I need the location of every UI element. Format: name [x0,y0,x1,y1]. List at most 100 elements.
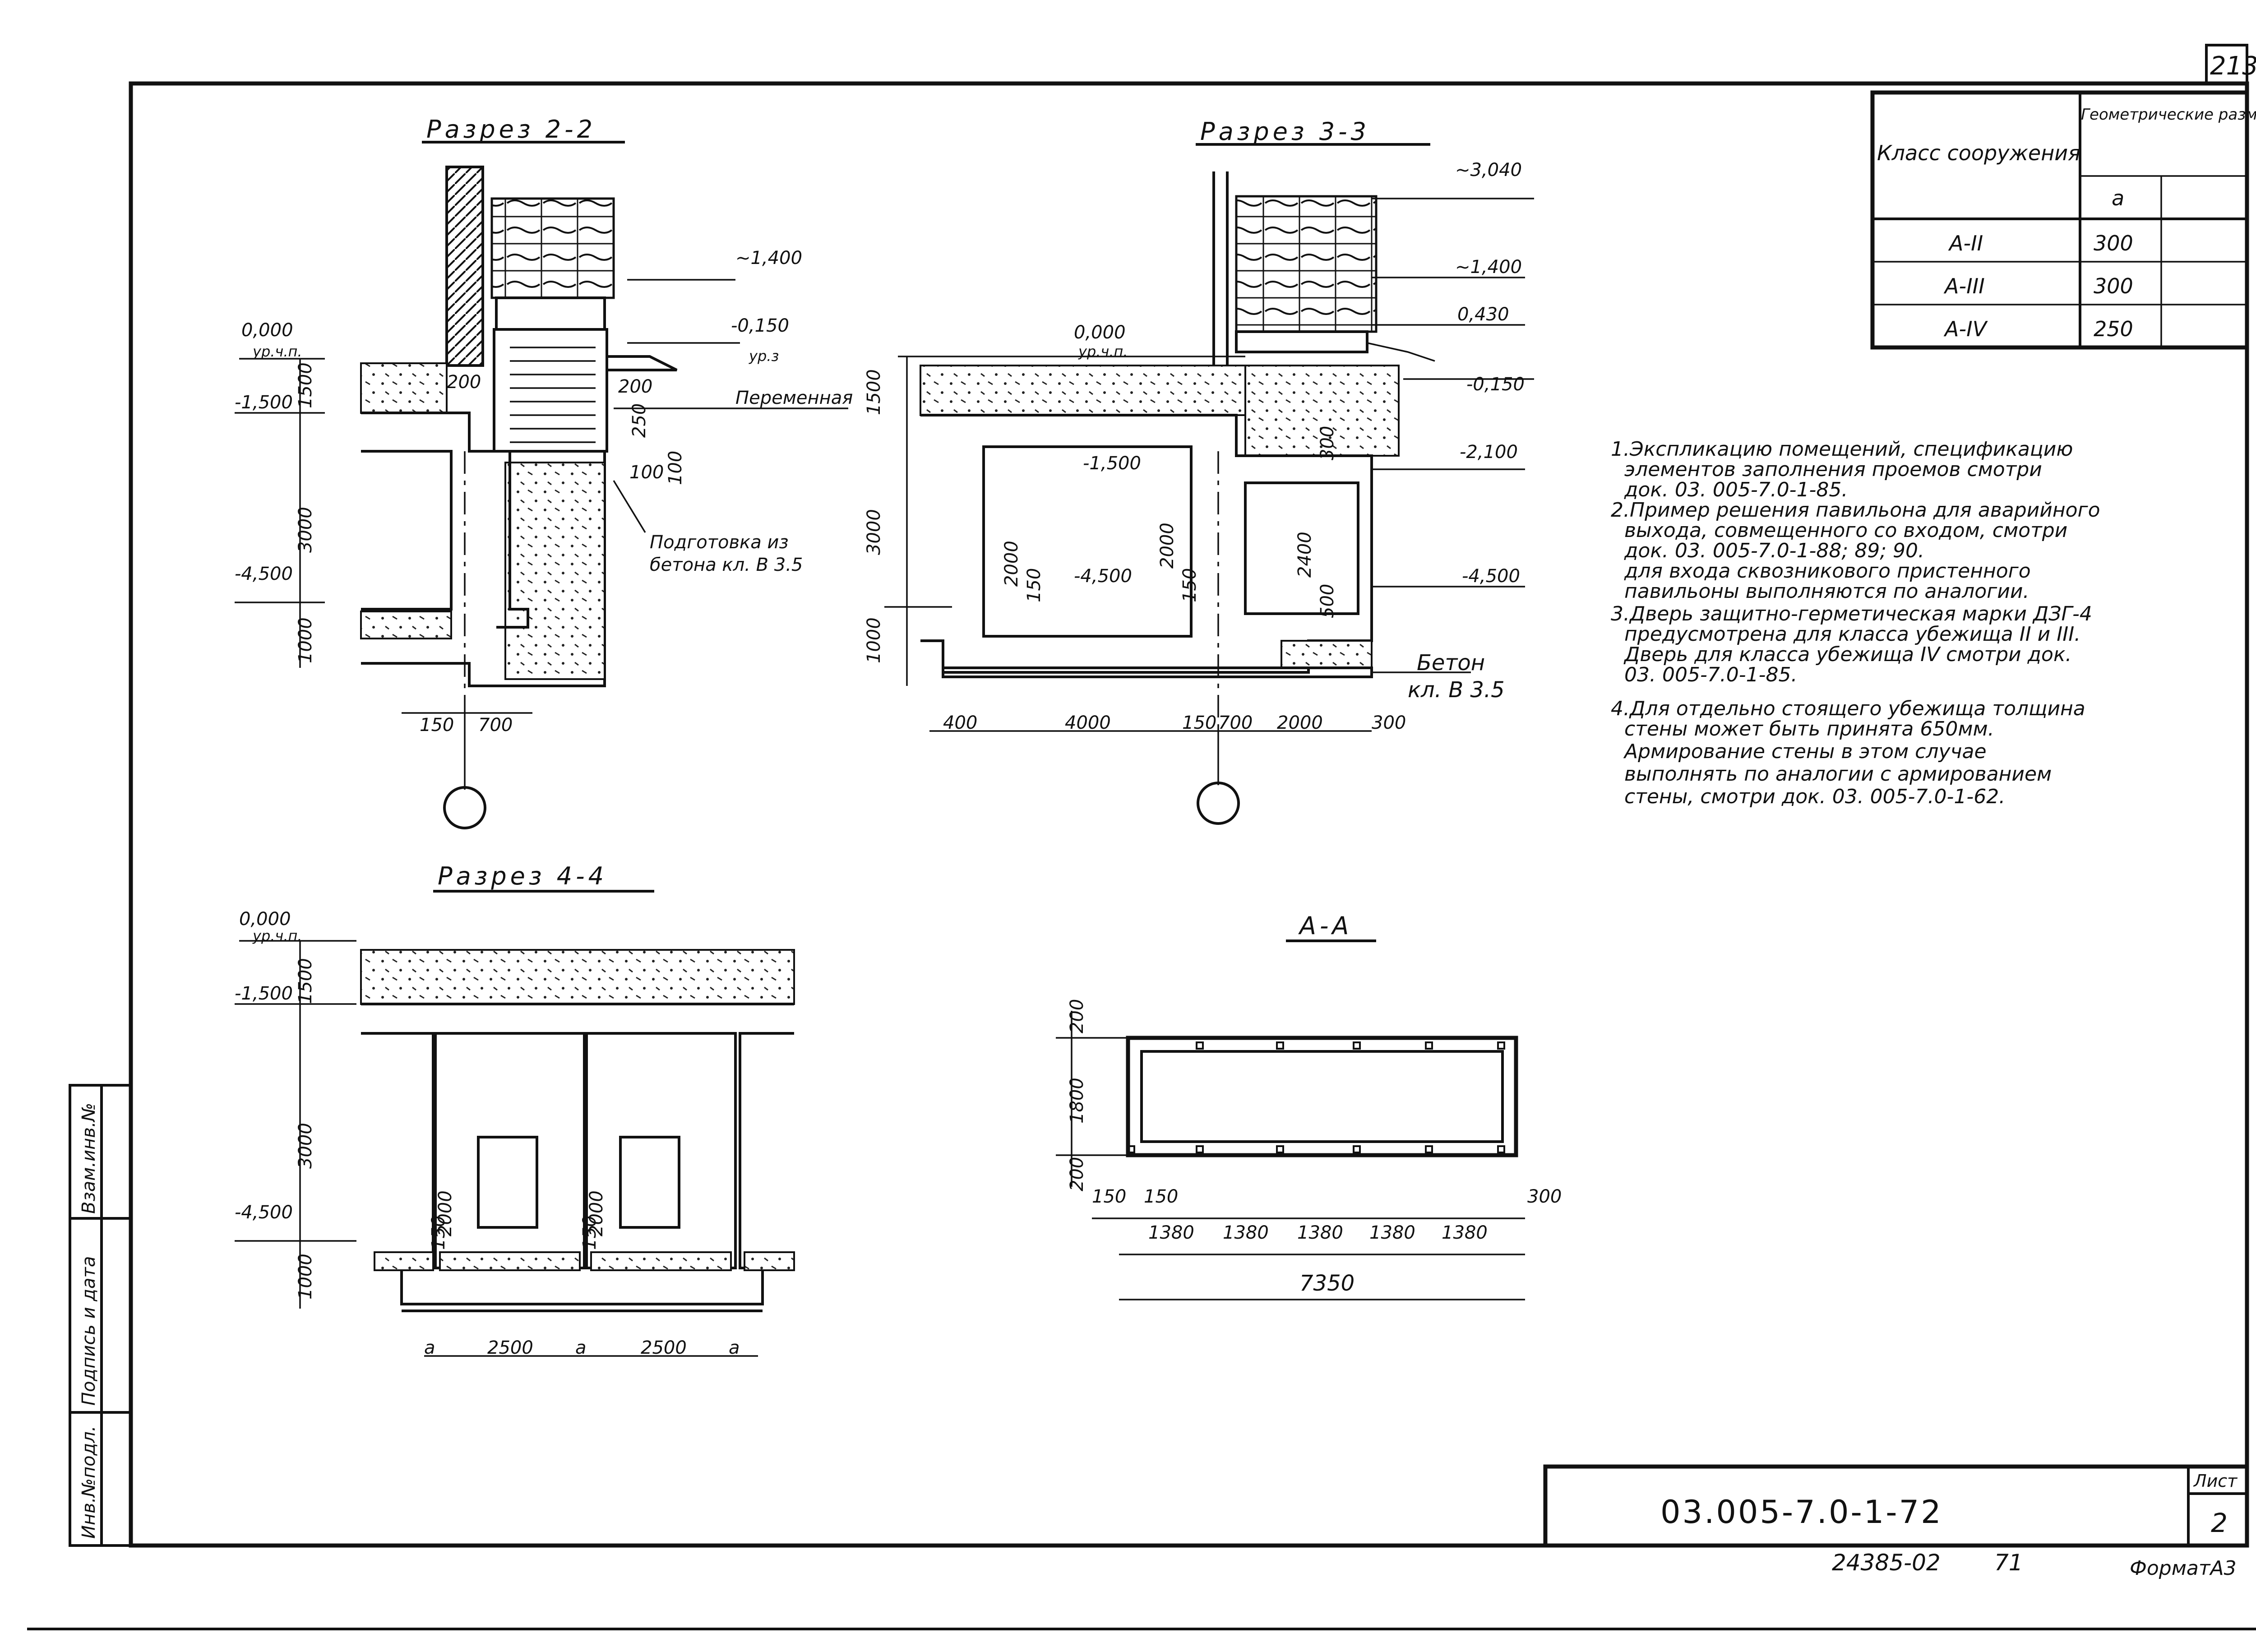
s44-dim-2500b: 2500 [641,1337,687,1358]
sheet-label: Лист [2193,1471,2238,1491]
table-row-2-a: 300 [2094,274,2133,298]
title-block [1543,1464,2249,1548]
aa-dim-1380c: 1380 [1297,1222,1343,1243]
s22-label-variable: Переменная [735,388,853,408]
s22-dim-200b: 200 [618,376,652,397]
s22-level-0: 0,000 [241,320,293,341]
section-3-3-drawing [884,143,1534,825]
section-a-a-drawing [1056,939,1525,1300]
s33-dim-1000: 1000 [864,617,884,663]
note-line: 03. 005-7.0-1-85. [1624,663,1798,686]
s22-dim-1000: 1000 [295,617,316,663]
aa-dim-7350: 7350 [1299,1271,1355,1296]
aa-dim-1380d: 1380 [1369,1222,1415,1243]
note-line: стены может быть принята 650мм. [1624,717,1994,740]
s33-dim-2400: 2400 [1294,532,1315,578]
s33-dim-300: 300 [1317,426,1338,460]
s33-level-5: -0,150 [1466,374,1525,395]
s33-dim-3000: 3000 [864,509,884,555]
side-stamp [69,1084,132,1547]
note-line: выхода, совмещенного со входом, смотри [1624,519,2067,542]
note-line: павильоны выполняются по аналогии. [1624,580,2029,603]
aa-dim-200a: 200 [1067,999,1087,1033]
document-code: 03.005-7.0-1-72 [1660,1494,1943,1531]
s22-level-5: -0,150 [731,315,789,336]
note-line: выполнять по аналогии с армированием [1624,763,2052,786]
stamp-replaced-inventory: Взам.инв.№ [79,1103,99,1214]
s22-label-prep-1: Подготовка из [650,532,789,553]
s44-dim-2500a: 2500 [487,1337,533,1358]
page-number: 213 [2210,51,2256,81]
format-label: ФорматА3 [2130,1557,2237,1580]
section-4-4-title: Разрез 4-4 [438,862,607,890]
note-line: 4.Для отдельно стоящего убежища толщина [1611,697,2085,720]
s44-dim-a1: a [424,1337,435,1358]
s33-level-0: ~3,040 [1455,160,1522,180]
s33-dim-2000c: 2000 [1277,713,1323,733]
s33-dim-500: 500 [1317,584,1338,618]
table-row-3-class: А-IV [1943,317,1988,341]
s22-dim-100a: 100 [629,462,664,483]
s33-label-concrete-2: кл. В 3.5 [1408,677,1505,703]
s33-dim-150b: 150 [1179,568,1200,602]
stamp-original-inventory: Инв.№подл. [79,1425,99,1539]
s22-dim-700: 700 [478,715,513,736]
inventory-suffix: 71 [1994,1550,2023,1576]
s44-level-3: -4,500 [235,1202,293,1223]
s22-dim-250: 250 [629,403,650,438]
s22-dim-150: 150 [420,715,454,736]
s22-dim-100b: 100 [665,451,686,485]
note-line: док. 03. 005-7.0-1-88; 89; 90. [1624,539,1924,562]
s33-level-4: ур.ч.п. [1078,343,1128,360]
table-header-class: Класс сооружения [1877,141,2080,165]
table-row-1-class: А-II [1948,231,1983,255]
note-line: стены, смотри док. 03. 005-7.0-1-62. [1624,785,2005,808]
table-row-1-a: 300 [2094,231,2133,255]
s44-dim-2000a: 2000 [435,1190,456,1236]
section-4-4-drawing [235,890,795,1357]
s22-level-3: -4,500 [235,564,293,584]
s33-level-8: -4,500 [1074,566,1132,587]
section-a-a-title: А-А [1298,912,1352,940]
s22-label-prep-2: бетона кл. В 3.5 [650,555,803,575]
section-3-3-title: Разрез 3-3 [1200,117,1370,146]
s44-dim-a2: a [575,1337,587,1358]
note-line: 3.Дверь защитно-герметическая марки ДЗГ-… [1611,602,2092,625]
inventory-number: 24385-02 [1832,1550,1941,1576]
note-line: док. 03. 005-7.0-1-85. [1624,478,1848,501]
aa-dim-150b: 150 [1144,1186,1178,1207]
s33-level-6: -1,500 [1083,453,1141,474]
note-line: 2.Пример решения павильона для аварийног… [1611,499,2100,522]
s33-label-concrete-1: Бетон [1417,650,1485,676]
s33-level-9: -4,500 [1462,566,1520,587]
s44-dim-150a: 150 [428,1216,449,1250]
aa-dim-1380e: 1380 [1442,1222,1488,1243]
s33-dim-300b: 300 [1372,713,1406,733]
s33-dim-150a: 150 [1024,568,1045,602]
aa-dim-1380a: 1380 [1148,1222,1194,1243]
note-line: предусмотрена для класса убежища II и II… [1624,623,2080,646]
note-line: Дверь для класса убежища IV смотри док. [1623,643,2072,666]
sheet-frame [27,44,2256,1630]
s44-dim-1500: 1500 [295,958,316,1004]
aa-dim-300: 300 [1527,1186,1562,1207]
note-line: для входа сквозникового пристенного [1624,560,2031,583]
s33-dim-2000a: 2000 [1001,541,1022,587]
s33-dim-4000: 4000 [1065,713,1111,733]
stamp-signature-date: Подпись и дата [79,1256,99,1406]
section-2-2-title: Разрез 2-2 [426,115,596,143]
s33-dim-1500: 1500 [864,369,884,415]
s22-level-1: ур.ч.п. [252,343,302,360]
s33-dim-2000b: 2000 [1157,523,1178,569]
s33-dim-700: 700 [1218,713,1253,733]
aa-dim-200b: 200 [1067,1157,1087,1191]
s22-level-4: ~1,400 [735,248,802,268]
s44-level-2: -1,500 [235,983,293,1004]
s33-dim-400: 400 [943,713,977,733]
sheet-number: 2 [2211,1508,2228,1538]
note-line: Армирование стены в этом случае [1623,740,1987,763]
table-row-3-a: 250 [2094,317,2133,341]
s22-level-2: -1,500 [235,392,293,413]
s44-level-1: ур.ч.п. [252,927,302,944]
